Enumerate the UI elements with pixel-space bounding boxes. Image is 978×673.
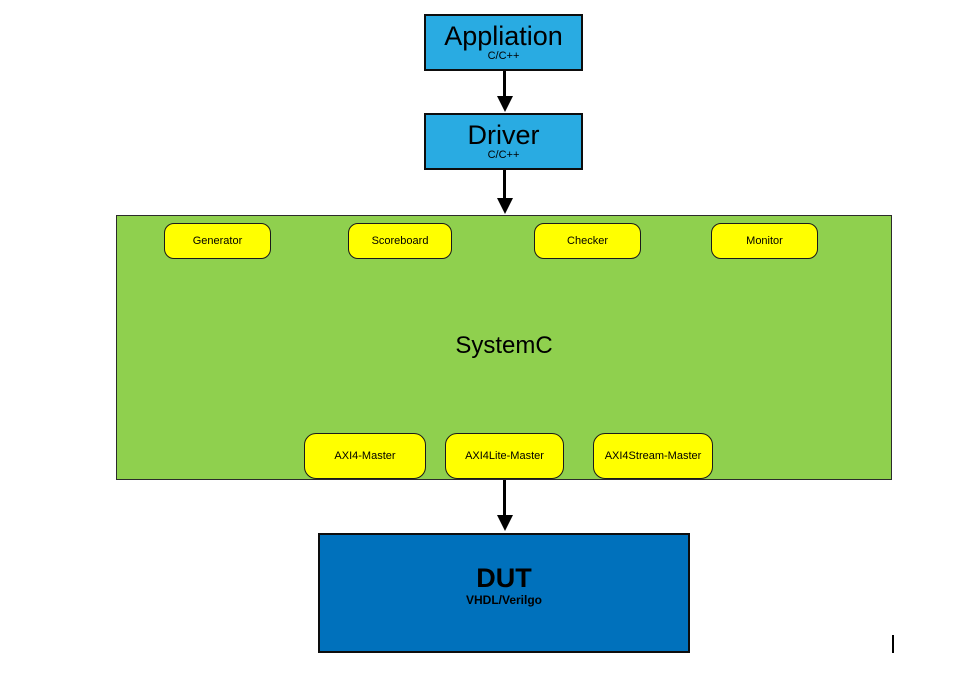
component-scoreboard: Scoreboard [348, 223, 452, 259]
component-generator: Generator [164, 223, 271, 259]
component-monitor: Monitor [711, 223, 818, 259]
arrow-systemc-to-dut [503, 480, 506, 517]
systemc-title: SystemC [455, 332, 553, 359]
dut-title: DUT [476, 563, 532, 593]
component-axi4-master: AXI4-Master [304, 433, 426, 479]
arrowhead-systemc-to-dut [497, 515, 513, 531]
component-axi4lite-master: AXI4Lite-Master [445, 433, 564, 479]
application-subtitle: C/C++ [487, 50, 520, 62]
driver-title: Driver [467, 120, 540, 150]
driver-subtitle: C/C++ [487, 149, 520, 161]
driver-node: Driver C/C++ [424, 113, 583, 170]
application-node: Appliation C/C++ [424, 14, 583, 71]
arrowhead-application-to-driver [497, 96, 513, 112]
dut-subtitle: VHDL/Verilgo [465, 593, 542, 607]
arrowhead-driver-to-systemc [497, 198, 513, 214]
dut-node: DUT VHDL/Verilgo [318, 533, 690, 653]
component-axi4stream-master: AXI4Stream-Master [593, 433, 713, 479]
component-checker: Checker [534, 223, 641, 259]
systemc-container: Generator Scoreboard Checker Monitor Sys… [116, 215, 892, 480]
arrow-application-to-driver [503, 71, 506, 99]
text-cursor-mark [892, 635, 894, 653]
application-title: Appliation [444, 21, 563, 51]
arrow-driver-to-systemc [503, 170, 506, 200]
